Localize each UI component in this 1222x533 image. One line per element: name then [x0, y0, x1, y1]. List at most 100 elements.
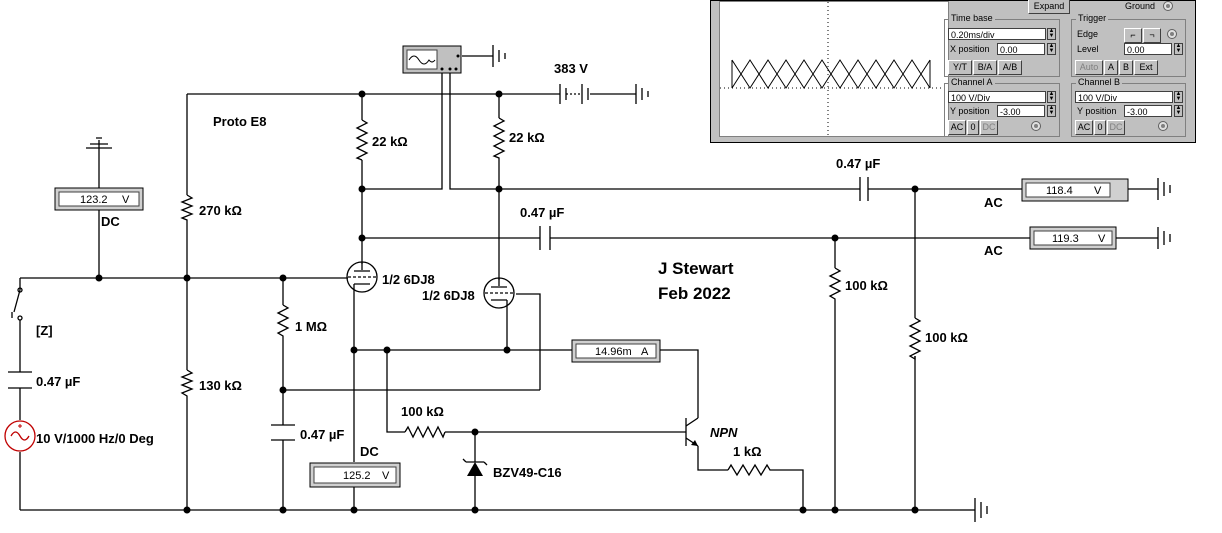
- dc-voltmeter-1-unit: V: [122, 194, 130, 206]
- label-c-in: 0.47 µF: [36, 374, 80, 389]
- label-ac-2: AC: [984, 243, 1003, 258]
- ac-source: [4, 420, 36, 452]
- label-c-out-top: 0.47 µF: [836, 156, 880, 171]
- ground-terminal[interactable]: [1163, 1, 1173, 11]
- label-c-grid: 0.47 µF: [300, 427, 344, 442]
- label-dc-2: DC: [360, 444, 379, 459]
- label-source: 10 V/1000 Hz/0 Deg: [36, 431, 154, 446]
- label-author: J Stewart: [658, 259, 734, 278]
- label-dc-1: DC: [101, 214, 120, 229]
- channel-b-ypos-spinner[interactable]: ▲▼: [1174, 105, 1183, 117]
- channel-a-ypos-spinner[interactable]: ▲▼: [1047, 105, 1056, 117]
- resistor-div-top: [180, 194, 194, 222]
- junctions: [95, 90, 919, 514]
- dc-voltmeter-2: 125.2 V: [309, 462, 401, 488]
- channel-a-ac-button[interactable]: AC: [948, 120, 966, 135]
- dc-voltmeter-1-value: 123.2: [80, 194, 108, 206]
- level-label: Level: [1077, 44, 1099, 54]
- trigger-auto-button[interactable]: Auto: [1075, 60, 1103, 75]
- mode-yt-button[interactable]: Y/T: [948, 60, 972, 75]
- channel-b-scale-spinner[interactable]: ▲▼: [1174, 91, 1183, 103]
- timebase-title: Time base: [949, 13, 995, 23]
- label-date: Feb 2022: [658, 284, 731, 303]
- ammeter-unit: A: [641, 346, 649, 358]
- wires: [19, 55, 1158, 511]
- trace-b: [731, 59, 931, 89]
- resistor-div-bottom: [180, 369, 194, 400]
- edge-label: Edge: [1077, 29, 1099, 39]
- mode-ab-button[interactable]: A/B: [998, 60, 1022, 75]
- resistor-base: [404, 425, 446, 439]
- channel-b-zero-button[interactable]: 0: [1094, 120, 1106, 135]
- trigger-a-button[interactable]: A: [1104, 60, 1118, 75]
- label-r-grid: 1 MΩ: [295, 319, 327, 334]
- channel-b-dc-button[interactable]: DC: [1107, 120, 1125, 135]
- label-supply-voltage: 383 V: [554, 61, 588, 76]
- channel-b-terminal[interactable]: [1158, 121, 1168, 131]
- timebase-spinner[interactable]: ▲▼: [1047, 28, 1056, 40]
- label-r-load1: 100 kΩ: [845, 278, 888, 293]
- level-spinner[interactable]: ▲▼: [1174, 43, 1183, 55]
- tube-1: [346, 261, 378, 293]
- resistors: [180, 117, 922, 477]
- resistor-load1: [828, 267, 842, 304]
- ammeter-value: 14.96m: [595, 346, 632, 358]
- ac-voltmeter-1-unit: V: [1094, 185, 1102, 197]
- channel-a-scale-field[interactable]: 100 V/Div: [948, 91, 1046, 103]
- resistor-emitter: [727, 463, 772, 477]
- timebase-field[interactable]: 0.20ms/div: [948, 28, 1046, 40]
- ac-voltmeter-2-unit: V: [1098, 233, 1106, 245]
- channel-a-scale-spinner[interactable]: ▲▼: [1047, 91, 1056, 103]
- mode-ba-button[interactable]: B/A: [973, 60, 997, 75]
- channel-a-ypos-field[interactable]: -3.00: [997, 105, 1045, 117]
- ground-label: Ground: [1125, 1, 1156, 11]
- channel-a-zero-button[interactable]: 0: [967, 120, 979, 135]
- ground-symbols: [86, 45, 1171, 522]
- resistor-plate2: [492, 117, 506, 160]
- label-r-plate1: 22 kΩ: [372, 134, 408, 149]
- trigger-ext-button[interactable]: Ext: [1134, 60, 1158, 75]
- dc-voltmeter-1: 123.2 V: [54, 187, 144, 211]
- cap-input: [8, 371, 32, 389]
- dc-voltmeter-2-value: 125.2: [343, 470, 371, 482]
- cap-out-top: [859, 177, 869, 201]
- trigger-group: Trigger Edge ⌐ ¬ Level 0.00 ▲▼ Auto A B …: [1071, 13, 1186, 77]
- xpos-label: X position: [950, 44, 990, 54]
- edge-falling-button[interactable]: ¬: [1143, 28, 1161, 43]
- trigger-terminal[interactable]: [1167, 29, 1177, 39]
- battery: [559, 84, 589, 104]
- cap-out-mid: [539, 226, 551, 250]
- label-r-base: 100 kΩ: [401, 404, 444, 419]
- switch: [11, 287, 23, 340]
- channel-b-scale-field[interactable]: 100 V/Div: [1075, 91, 1173, 103]
- label-switch-key: [Z]: [36, 323, 53, 338]
- label-r-emitter: 1 kΩ: [733, 444, 762, 459]
- xpos-spinner[interactable]: ▲▼: [1047, 43, 1056, 55]
- scope-traces: [720, 2, 948, 136]
- label-tube2: 1/2 6DJ8: [422, 288, 475, 303]
- xpos-field[interactable]: 0.00: [997, 43, 1045, 55]
- expand-button[interactable]: Expand: [1028, 0, 1070, 14]
- level-field[interactable]: 0.00: [1124, 43, 1172, 55]
- channel-a-dc-button[interactable]: DC: [980, 120, 998, 135]
- channel-a-group: Channel A 100 V/Div ▲▼ Y position -3.00 …: [944, 77, 1060, 137]
- timebase-group: Time base 0.20ms/div ▲▼ X position 0.00 …: [944, 13, 1060, 77]
- npn-transistor: [685, 417, 699, 447]
- scope-screen: [719, 1, 949, 137]
- scope-icon: [402, 45, 462, 74]
- channel-a-title: Channel A: [949, 77, 995, 87]
- channel-b-ypos-field[interactable]: -3.00: [1124, 105, 1172, 117]
- labels: Proto E8 J Stewart Feb 2022 383 V 22 kΩ …: [36, 61, 1003, 480]
- channel-a-terminal[interactable]: [1031, 121, 1041, 131]
- ac-voltmeter-2: 119.3 V: [1029, 226, 1117, 250]
- dc-voltmeter-2-unit: V: [382, 470, 390, 482]
- label-proto: Proto E8: [213, 114, 266, 129]
- tube-2: [483, 277, 515, 309]
- resistor-load2: [908, 317, 922, 361]
- channel-b-ac-button[interactable]: AC: [1075, 120, 1093, 135]
- channel-b-title: Channel B: [1076, 77, 1123, 87]
- label-tube1: 1/2 6DJ8: [382, 272, 435, 287]
- channel-a-ypos-label: Y position: [950, 106, 990, 116]
- trigger-b-button[interactable]: B: [1119, 60, 1133, 75]
- edge-rising-button[interactable]: ⌐: [1124, 28, 1142, 43]
